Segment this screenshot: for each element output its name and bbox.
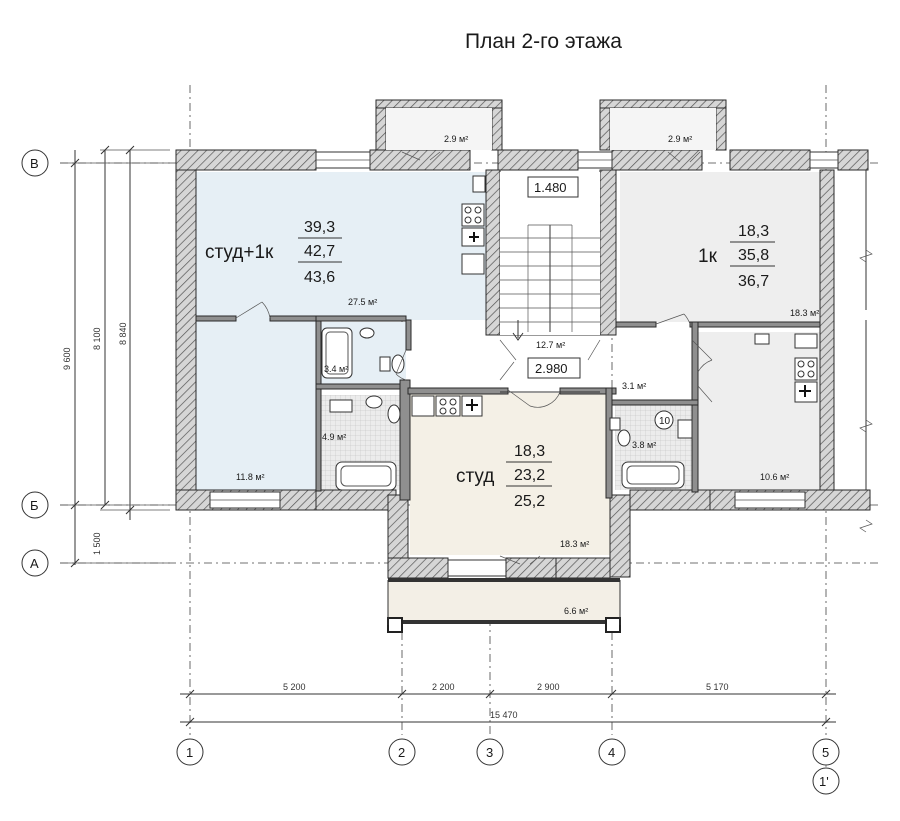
room-area-label: 11.8 м²	[236, 472, 265, 482]
axis-label: 4	[608, 745, 615, 760]
room-number-circle	[654, 410, 674, 430]
interior-walls	[195, 169, 821, 501]
apartment-full-area: 25,2	[514, 493, 545, 510]
room-labels: 2.9 м² 2.9 м² 27.5 м² 18.3 м² 12.7 м² 3.…	[236, 134, 819, 616]
room-area-label: 12.7 м²	[536, 340, 565, 350]
dimension-label: 5 200	[283, 682, 306, 692]
doors	[235, 151, 713, 565]
room-area-label: 18.3 м²	[790, 308, 819, 318]
room-area-label: 27.5 м²	[348, 297, 377, 307]
apartment-studio-plus: студ+1к 39,3 42,7 43,6	[205, 219, 342, 286]
apartment-total-area: 42,7	[304, 243, 335, 260]
column-axis-markers: 1 2 3 4 5 1'	[176, 738, 840, 795]
dimension-label: 9 600	[62, 347, 72, 370]
level-box-top	[527, 176, 579, 198]
room-area-label: 18.3 м²	[560, 539, 589, 549]
apartment-total-area: 23,2	[514, 467, 545, 484]
room-area-label: 3.1 м²	[622, 381, 646, 391]
apartment-one-room: 1к 18,3 35,8 36,7	[698, 223, 775, 290]
axis-label: 1'	[819, 774, 829, 789]
room-area-label: 10.6 м²	[760, 472, 789, 482]
walls	[175, 99, 873, 633]
apartment-living-area: 18,3	[514, 443, 545, 460]
dimension-label: 2 900	[537, 682, 560, 692]
level-mid-label: 2.980	[535, 361, 568, 376]
axis-label: 3	[486, 745, 493, 760]
dimension-label: 2 200	[432, 682, 455, 692]
apartment-living-area: 18,3	[738, 223, 769, 240]
room-area-label: 6.6 м²	[564, 606, 588, 616]
room-number: 10	[659, 416, 671, 427]
axis-label: 2	[398, 745, 405, 760]
dimension-label: 5 170	[706, 682, 729, 692]
apartment-full-area: 43,6	[304, 269, 335, 286]
level-top-label: 1.480	[534, 180, 567, 195]
dimension-label: 8 840	[118, 322, 128, 345]
left-dimensions: 9 600 8 100 8 840 1 500	[60, 145, 170, 568]
apartment-living-area: 39,3	[304, 219, 335, 236]
apartment-name: 1к	[698, 246, 718, 267]
axis-label: 5	[822, 745, 829, 760]
dimension-label: 8 100	[92, 327, 102, 350]
room-area-label: 2.9 м²	[444, 134, 468, 144]
dimension-label: 1 500	[92, 532, 102, 555]
axis-label: А	[30, 556, 39, 571]
dimension-total-label: 15 470	[490, 710, 518, 720]
room-area-label: 4.9 м²	[322, 432, 346, 442]
apartment-name: студ+1к	[205, 242, 274, 263]
apartment-studio: студ 18,3 23,2 25,2	[456, 443, 552, 510]
bottom-dimensions: 5 200 2 200 2 900 5 170 15 470	[180, 682, 836, 727]
apartment-name: студ	[456, 466, 494, 487]
apartment-total-area: 35,8	[738, 247, 769, 264]
apartment-full-area: 36,7	[738, 273, 769, 290]
level-box-mid	[527, 357, 581, 379]
plan-title: План 2-го этажа	[465, 30, 622, 53]
room-area-label: 3.4 м²	[324, 364, 348, 374]
axis-label: Б	[30, 498, 39, 513]
room-area-label: 2.9 м²	[668, 134, 692, 144]
staircase	[500, 172, 600, 341]
row-axis-markers: В Б А	[21, 149, 49, 577]
room-area-label: 3.8 м²	[632, 440, 656, 450]
axis-label: В	[30, 156, 39, 171]
axis-label: 1	[186, 745, 193, 760]
fixtures	[321, 175, 818, 491]
